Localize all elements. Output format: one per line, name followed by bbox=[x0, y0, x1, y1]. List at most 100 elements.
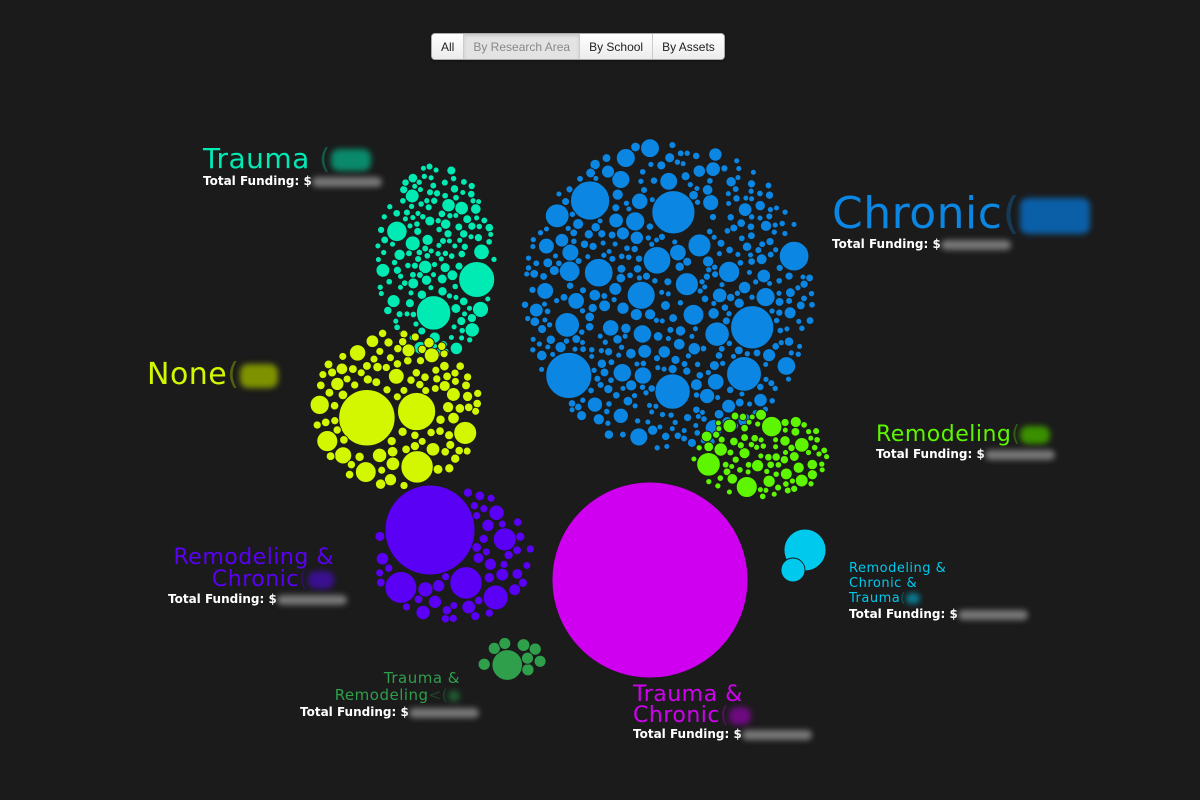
bubble[interactable] bbox=[425, 162, 434, 171]
bubble[interactable] bbox=[586, 396, 603, 413]
bubble[interactable] bbox=[409, 270, 417, 279]
bubble[interactable] bbox=[552, 252, 559, 260]
bubble[interactable] bbox=[648, 196, 656, 204]
bubble[interactable] bbox=[644, 308, 657, 321]
bubble[interactable] bbox=[482, 584, 509, 611]
bubble[interactable] bbox=[584, 322, 595, 332]
bubble[interactable] bbox=[574, 257, 583, 265]
bubble[interactable] bbox=[765, 237, 775, 247]
bubble[interactable] bbox=[512, 545, 522, 556]
bubble[interactable] bbox=[766, 460, 775, 470]
bubble[interactable] bbox=[533, 654, 547, 668]
bubble[interactable] bbox=[752, 348, 762, 358]
bubble[interactable] bbox=[667, 411, 675, 419]
bubble[interactable] bbox=[564, 224, 572, 232]
bubble[interactable] bbox=[749, 168, 757, 176]
bubble[interactable] bbox=[407, 277, 420, 290]
bubble[interactable] bbox=[521, 663, 535, 677]
bubble[interactable] bbox=[651, 277, 659, 285]
bubble[interactable] bbox=[549, 350, 557, 358]
bubble[interactable] bbox=[788, 477, 796, 485]
bubble[interactable] bbox=[399, 329, 409, 339]
bubble[interactable] bbox=[768, 397, 776, 405]
bubble[interactable] bbox=[535, 340, 543, 348]
bubble[interactable] bbox=[445, 237, 453, 245]
bubble[interactable] bbox=[420, 372, 430, 382]
bubble[interactable] bbox=[576, 174, 584, 183]
bubble[interactable] bbox=[375, 568, 385, 578]
bubble[interactable] bbox=[754, 199, 766, 212]
bubble[interactable] bbox=[620, 322, 632, 335]
bubble[interactable] bbox=[421, 244, 430, 253]
bubble[interactable] bbox=[708, 360, 720, 371]
bubble[interactable] bbox=[736, 259, 745, 267]
bubble[interactable] bbox=[629, 308, 643, 322]
bubble[interactable] bbox=[338, 351, 348, 361]
bubble[interactable] bbox=[810, 443, 819, 452]
bubble[interactable] bbox=[583, 229, 594, 240]
bubble[interactable] bbox=[633, 366, 653, 385]
bubble[interactable] bbox=[607, 376, 615, 384]
bubble[interactable] bbox=[598, 299, 611, 313]
bubble[interactable] bbox=[409, 310, 418, 319]
bubble[interactable] bbox=[762, 474, 776, 488]
bubble[interactable] bbox=[625, 379, 638, 392]
bubble[interactable] bbox=[758, 240, 767, 249]
bubble[interactable] bbox=[529, 346, 537, 354]
bubble[interactable] bbox=[578, 328, 586, 336]
bubble[interactable] bbox=[778, 240, 810, 272]
bubble[interactable] bbox=[350, 380, 360, 390]
bubble[interactable] bbox=[457, 249, 467, 259]
bubble[interactable] bbox=[434, 217, 442, 225]
bubble[interactable] bbox=[521, 651, 534, 665]
bubble[interactable] bbox=[726, 213, 735, 222]
bubble[interactable] bbox=[744, 468, 752, 476]
bubble[interactable] bbox=[473, 388, 483, 398]
bubble[interactable] bbox=[578, 307, 587, 315]
bubble[interactable] bbox=[430, 260, 439, 269]
bubble[interactable] bbox=[520, 300, 530, 309]
bubble[interactable] bbox=[472, 511, 482, 521]
bubble[interactable] bbox=[484, 608, 494, 618]
bubble[interactable] bbox=[714, 351, 724, 360]
bubble[interactable] bbox=[652, 331, 664, 342]
bubble[interactable] bbox=[410, 332, 420, 342]
bubble[interactable] bbox=[784, 271, 794, 281]
bubble[interactable] bbox=[488, 504, 505, 521]
bubble[interactable] bbox=[536, 349, 548, 362]
bubble[interactable] bbox=[605, 248, 613, 255]
bubble[interactable] bbox=[618, 343, 626, 351]
bubble[interactable] bbox=[554, 312, 580, 338]
bubble[interactable] bbox=[764, 181, 773, 190]
bubble[interactable] bbox=[785, 287, 796, 298]
bubble[interactable] bbox=[437, 255, 445, 263]
bubble[interactable] bbox=[621, 332, 629, 340]
bubble[interactable] bbox=[764, 452, 773, 462]
bubble[interactable] bbox=[718, 260, 741, 283]
bubble[interactable] bbox=[783, 325, 791, 333]
bubble[interactable] bbox=[735, 476, 758, 498]
bubble[interactable] bbox=[779, 455, 790, 465]
bubble[interactable] bbox=[450, 453, 461, 464]
bubble[interactable] bbox=[774, 297, 785, 307]
bubble[interactable] bbox=[787, 349, 795, 357]
bubble[interactable] bbox=[647, 384, 656, 393]
bubble[interactable] bbox=[700, 294, 710, 304]
bubble[interactable] bbox=[796, 342, 804, 350]
bubble[interactable] bbox=[392, 317, 400, 325]
bubble[interactable] bbox=[669, 243, 687, 262]
bubble[interactable] bbox=[682, 256, 693, 267]
bubble[interactable] bbox=[568, 210, 577, 218]
bubble[interactable] bbox=[449, 341, 464, 356]
bubble[interactable] bbox=[596, 380, 605, 389]
bubble[interactable] bbox=[430, 196, 439, 205]
bubble[interactable] bbox=[794, 437, 810, 453]
bubble[interactable] bbox=[649, 176, 659, 185]
bubble[interactable] bbox=[401, 444, 411, 455]
bubble[interactable] bbox=[748, 213, 756, 221]
bubble[interactable] bbox=[528, 285, 537, 294]
bubble[interactable] bbox=[462, 446, 472, 456]
bubble[interactable] bbox=[401, 602, 412, 612]
bubble[interactable] bbox=[427, 594, 443, 609]
bubble[interactable] bbox=[354, 451, 365, 463]
